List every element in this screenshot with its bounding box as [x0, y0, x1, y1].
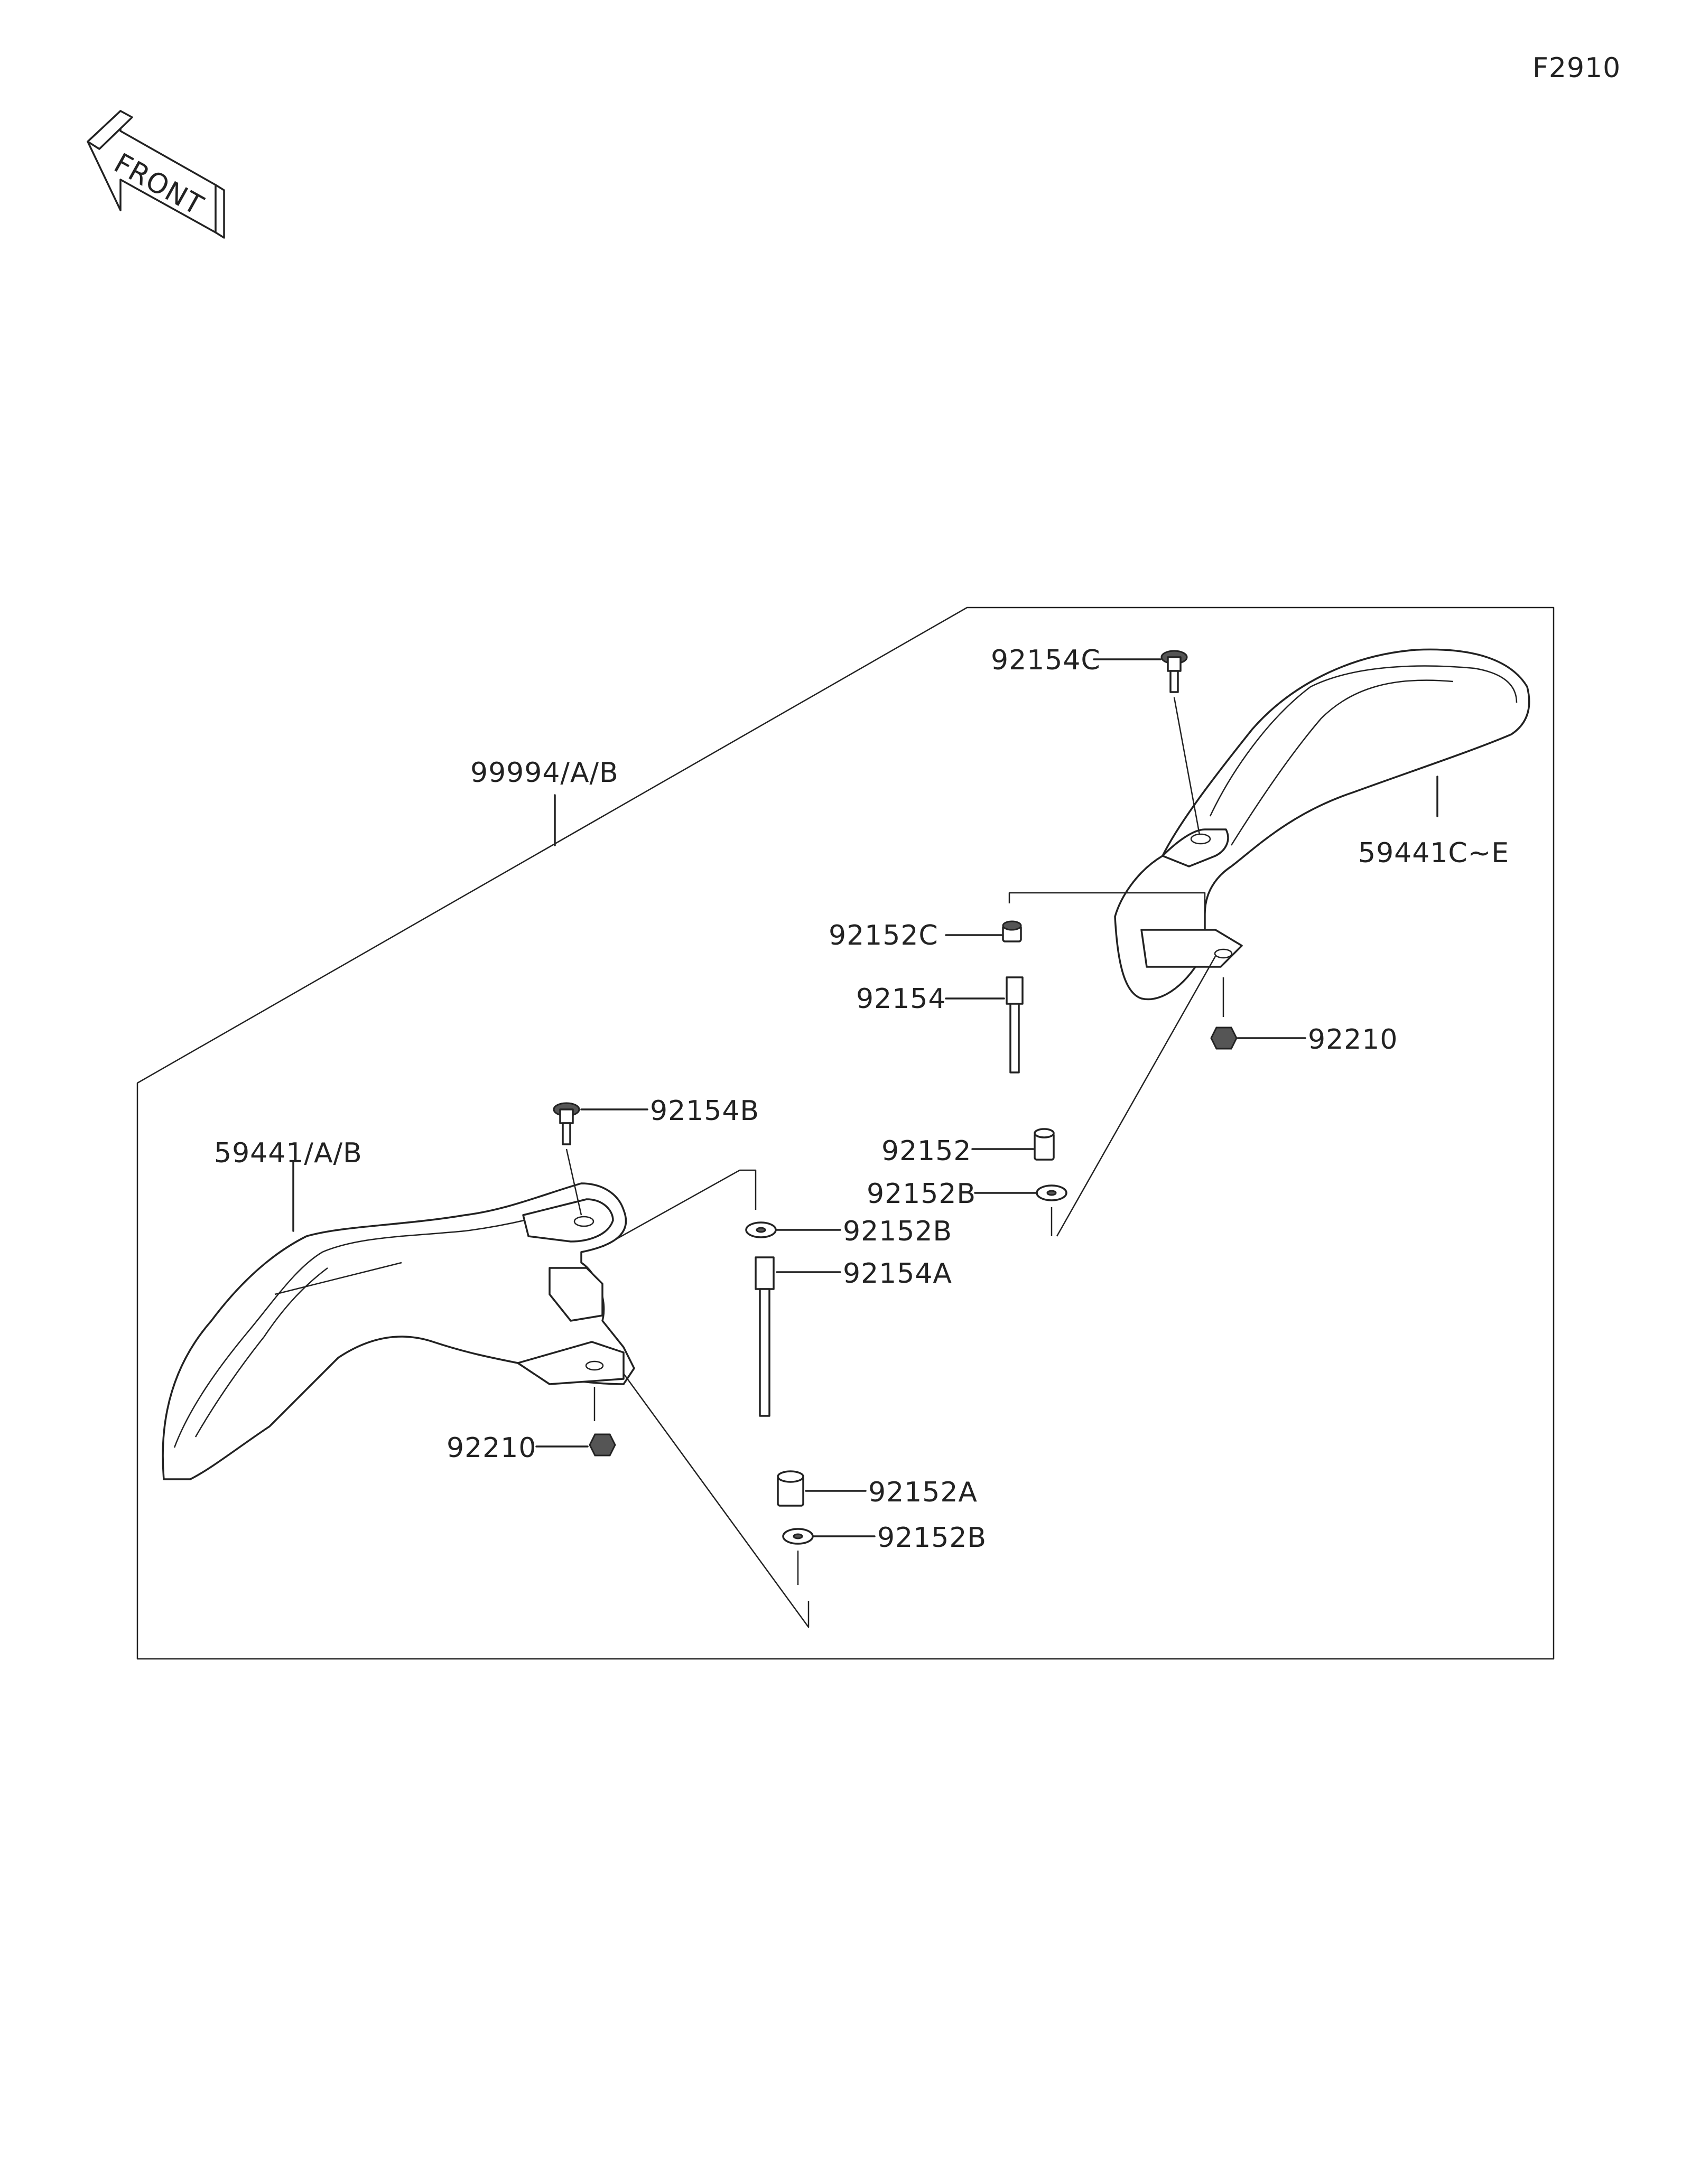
- kit-boundary: [136, 606, 1555, 1660]
- front-arrow-icon: FRONT: [87, 110, 225, 239]
- collar-bottom-label: 92152A: [868, 1477, 978, 1508]
- bolt-92154-icon: [1006, 976, 1024, 1074]
- nut-92210-right-icon: [1210, 1026, 1238, 1050]
- nut-left-label: 92210: [447, 1432, 536, 1464]
- collar-right-label: 92152: [881, 1135, 971, 1167]
- washer-bottom-label: 92152B: [877, 1522, 987, 1554]
- washer-92152b-bottom-icon: [782, 1528, 814, 1545]
- washer-92152b-center-icon: [745, 1221, 777, 1238]
- bolt-92154c-icon: [1160, 650, 1188, 693]
- nut-right-label: 92210: [1308, 1024, 1398, 1056]
- collar-92152a-icon: [777, 1470, 804, 1507]
- washer-center-label: 92152B: [843, 1216, 952, 1247]
- washer-92152b-right-icon: [1036, 1184, 1067, 1201]
- kit-label: 99994/A/B: [470, 757, 619, 789]
- guard-right-label: 59441C~E: [1358, 837, 1509, 869]
- hand-guard-left: [162, 1182, 635, 1480]
- collar-92152-icon: [1034, 1128, 1055, 1161]
- collar-92152c-icon: [1002, 920, 1022, 942]
- bolt-92154b-icon: [553, 1102, 580, 1145]
- nut-92210-left-icon: [589, 1433, 616, 1457]
- figure-id: F2910: [1532, 52, 1621, 84]
- bolt-left-label: 92154B: [650, 1095, 759, 1127]
- bolt-right-label: 92154C: [991, 645, 1101, 676]
- guard-left-label: 59441/A/B: [214, 1137, 363, 1169]
- bolt-right-long-label: 92154: [856, 983, 946, 1015]
- bolt-92154a-icon: [755, 1256, 775, 1417]
- bolt-center-long-label: 92154A: [843, 1258, 952, 1290]
- washer-right-label: 92152B: [867, 1178, 976, 1210]
- hand-guard-right: [1114, 648, 1530, 1001]
- collar-right-top-label: 92152C: [829, 920, 939, 951]
